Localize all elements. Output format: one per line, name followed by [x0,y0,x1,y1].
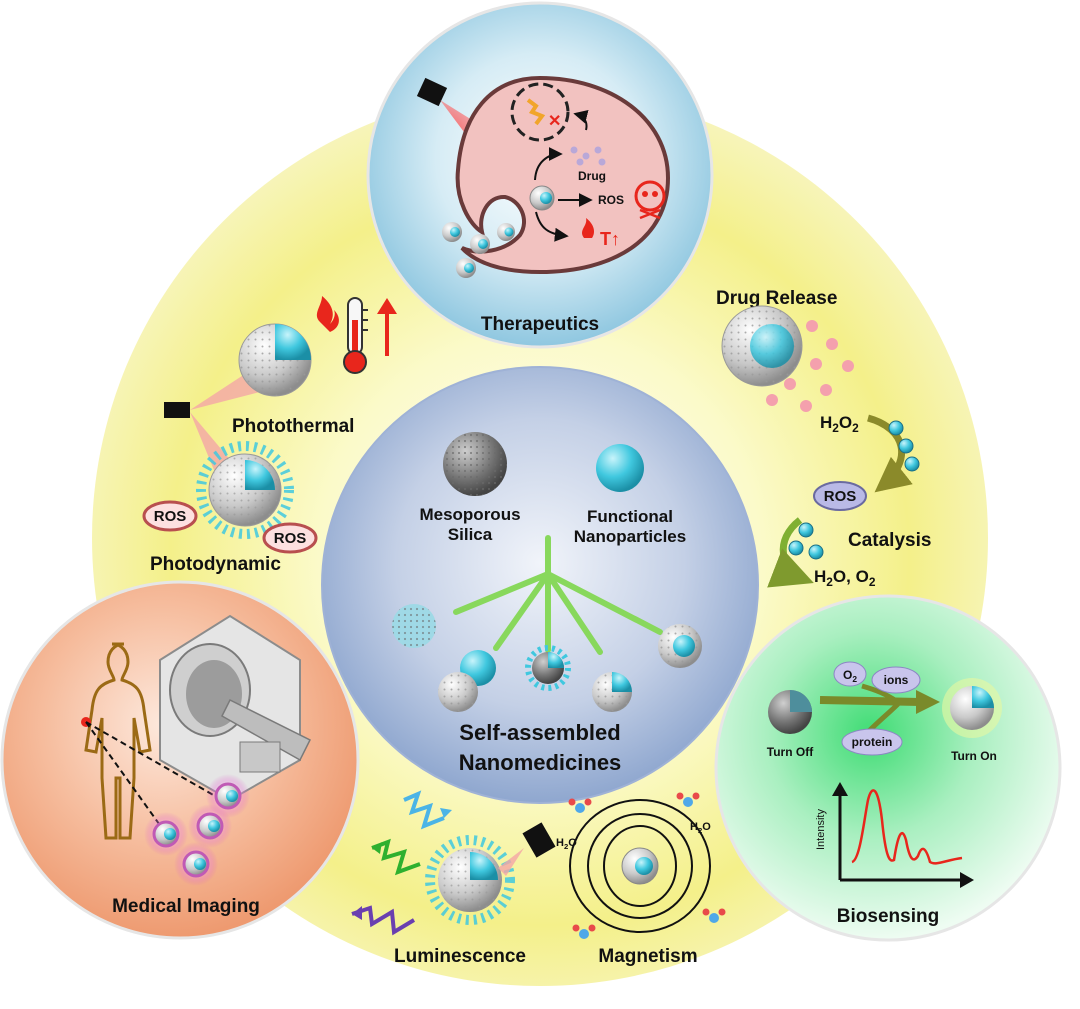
svg-text:O2: O2 [843,668,857,684]
released-drug-dots [766,320,854,412]
laser-source-icon [164,402,190,418]
laser-beam-upper [190,372,260,410]
turn-on-label: Turn On [951,749,997,763]
laser-source-icon [416,77,448,107]
photodynamic-label: Photodynamic [150,554,281,575]
product-nanoparticles [392,604,702,712]
purple-light-icon [351,905,416,936]
center-title-2: Nanomedicines [459,750,622,775]
biosensing-title: Biosensing [837,906,939,927]
flame-icon [582,218,594,238]
catalyst-particles-upper [888,420,920,472]
functional-label-2: Nanoparticles [574,527,686,546]
blue-light-icon [403,790,445,830]
ros-label: ROS [598,193,624,207]
human-body-icon [84,642,152,840]
protein-bubble: protein [841,728,903,756]
svg-text:ions: ions [884,673,909,687]
svg-text:ROS: ROS [824,488,857,505]
therapeutics-title: Therapeutics [481,314,599,335]
magnetic-field-lines [569,799,711,933]
release-catalysis-panel: Drug Release H2O2 ROS Catalysis H2O, O2 [716,288,931,589]
cell-icon [455,75,671,275]
catalyst-particles-lower [788,522,824,560]
svg-text:protein: protein [852,735,893,749]
temperature-up-arrow-icon [377,298,397,356]
drug-dots [570,146,606,166]
green-light-icon [371,838,421,876]
photothermal-label: Photothermal [232,416,354,437]
ros-badge-catalysis: ROS [813,481,867,511]
imaging-nanoparticles [144,774,250,886]
magnetism-label: Magnetism [598,946,697,967]
flame-icon [316,296,339,332]
ros-badge-left: ROS [142,500,198,532]
drug-label: Drug [578,169,606,183]
luminescence-label: Luminescence [394,946,526,967]
center-content: Mesoporous Silica Functional Nanoparticl… [392,432,702,775]
water-molecules [568,792,726,939]
medical-imaging-panel: Medical Imaging [0,580,360,940]
mesoporous-label-2: Silica [448,525,493,544]
thermometer-icon [343,297,368,374]
branching-lines [453,535,663,655]
laser-beam-lower [190,412,232,470]
turn-off-label: Turn Off [767,745,814,759]
biosensing-panel: O2 ions protein Turn Off Turn On Intensi… [714,594,1062,942]
skull-icon [634,180,666,220]
o2-bubble: O2 [833,661,867,687]
luminescence-magnetism-panel: H2O H2O Luminescence Magnetism [351,790,726,967]
turn-on-arrow [819,696,921,706]
mesoporous-label-1: Mesoporous [419,505,520,524]
medical-imaging-title: Medical Imaging [112,896,260,917]
h2o2-label: H2O2 [820,413,859,435]
dna-icon [526,98,546,126]
drug-release-label: Drug Release [716,288,837,309]
ions-bubble: ions [871,666,921,694]
center-title-1: Self-assembled [459,720,620,745]
products-label: H2O, O2 [814,567,876,589]
nucleus-icon [510,82,570,142]
therapeutics-panel: ✕ Drug ROS T↑ Therapeutics [366,1,714,349]
svg-text:ROS: ROS [154,508,187,525]
water-label-right: H2O [690,821,711,835]
catalysis-label: Catalysis [848,530,931,551]
mri-scanner-icon [159,614,312,802]
laser-source-icon [522,822,556,858]
temperature-up-label: T↑ [600,229,620,249]
spectrum-line [851,789,963,865]
entering-nanoparticles [442,222,515,278]
catalysis-arrow-lower [767,517,814,588]
functional-label-1: Functional [587,507,673,526]
svg-text:ROS: ROS [274,530,307,547]
functional-nanoparticle-sphere [596,444,644,492]
spectrum-plot: Intensity [815,782,974,888]
cross-icon: ✕ [548,113,561,130]
intensity-axis-label: Intensity [815,809,827,850]
ros-badge-right: ROS [262,522,318,554]
photodynamic-nanoparticle [196,441,294,539]
water-label-left: H2O [556,837,577,851]
phototherapy-panel: Photothermal ROS ROS Photodynamic [142,296,397,575]
luminescent-nanoparticle [425,835,515,925]
